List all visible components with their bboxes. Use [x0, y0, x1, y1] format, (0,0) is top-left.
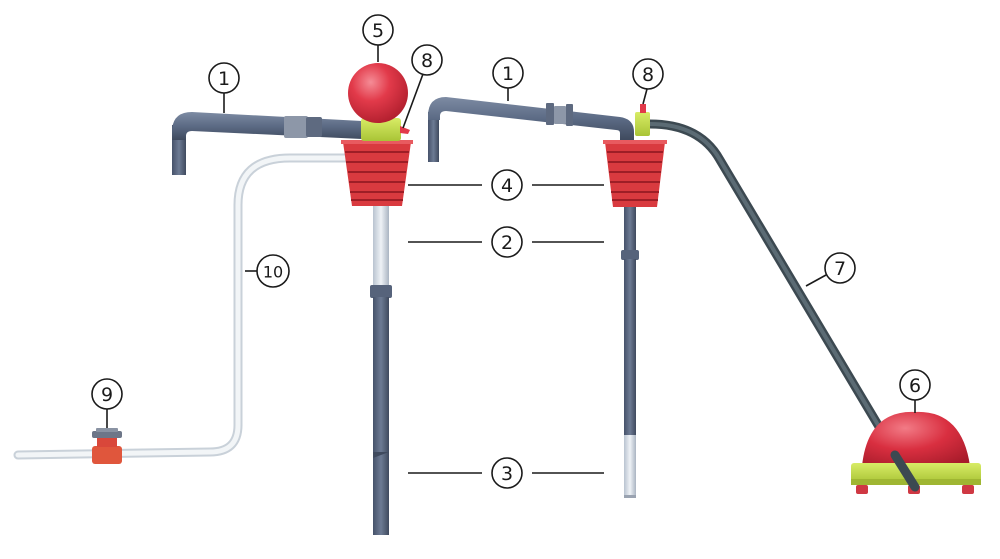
green-fitting-middle	[635, 112, 650, 136]
green-collar-left	[361, 118, 401, 141]
callout-5: 5	[372, 20, 384, 42]
callout-circle-8b	[632, 58, 664, 90]
callout-circle-7	[824, 252, 856, 284]
callout-2: 2	[501, 232, 513, 254]
pump-ball	[348, 63, 408, 123]
foot-pump	[851, 411, 981, 494]
suction-tube-middle	[621, 207, 639, 498]
callout-circle-9	[91, 378, 123, 410]
vent-tab-left	[400, 126, 410, 134]
callout-7: 7	[834, 258, 846, 280]
bung-cone-left	[341, 140, 413, 206]
discharge-pipe-left	[172, 112, 362, 175]
callout-8a: 8	[421, 50, 433, 72]
callout-1a: 1	[218, 68, 230, 90]
leader-lines	[106, 44, 916, 474]
callout-circle-2	[491, 226, 523, 258]
suction-tube-left	[370, 205, 392, 535]
callout-10: 10	[263, 263, 283, 282]
hose-valve	[92, 428, 122, 464]
clear-hose	[13, 153, 350, 460]
callout-6: 6	[909, 375, 921, 397]
callout-circle-4	[491, 169, 523, 201]
callout-circle-1b	[492, 57, 524, 89]
callout-circle-10	[256, 254, 290, 288]
callout-9: 9	[101, 384, 113, 406]
callout-circle-5	[362, 14, 394, 46]
callout-8b: 8	[642, 64, 654, 86]
callout-circle-8a	[411, 44, 443, 76]
pump-middle	[428, 97, 920, 498]
callout-circle-1a	[208, 62, 240, 94]
callout-circle-6	[899, 369, 931, 401]
callout-circle-3	[491, 457, 523, 489]
bung-cone-middle	[603, 140, 667, 207]
callout-3: 3	[501, 463, 513, 485]
discharge-pipe-middle	[428, 97, 634, 162]
pump-left	[13, 63, 413, 535]
callout-4: 4	[501, 175, 513, 197]
callout-1b: 1	[502, 63, 514, 85]
